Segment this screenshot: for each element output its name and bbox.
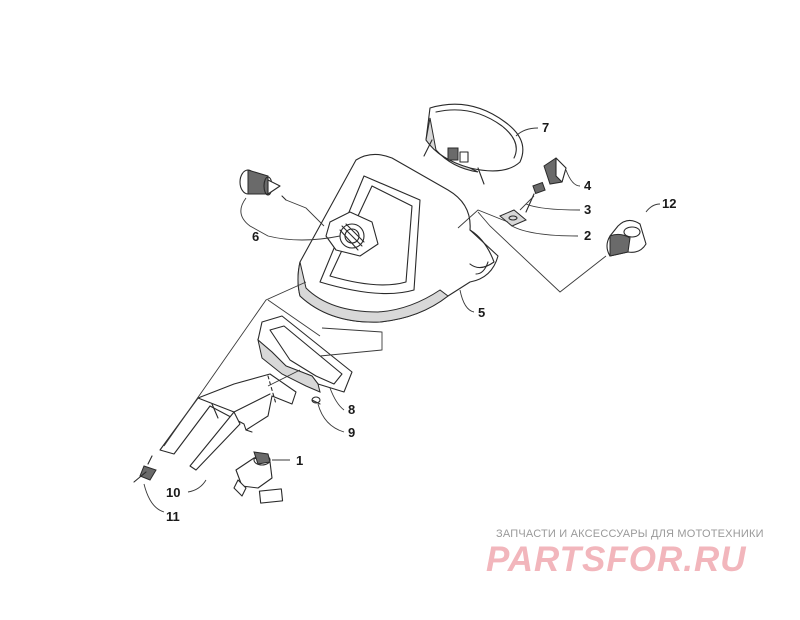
washer-part-2 (499, 209, 527, 227)
callout-1: 1 (296, 453, 303, 468)
watermark-brand: PARTSFOR.RU (486, 540, 747, 579)
gauge-part-7 (423, 103, 524, 185)
switch-part-12 (606, 219, 647, 257)
callout-labels: 1 2 3 4 5 6 7 8 9 10 11 12 (166, 120, 676, 524)
callout-11: 11 (166, 509, 180, 524)
callout-10: 10 (166, 485, 180, 500)
callout-2: 2 (584, 228, 591, 243)
watermark-tagline: ЗАПЧАСТИ И АКСЕССУАРЫ ДЛЯ МОТОТЕХНИКИ (496, 528, 764, 540)
housing-part-5 (297, 153, 499, 323)
callout-8: 8 (348, 402, 355, 417)
guide-lines (163, 195, 607, 447)
callout-6: 6 (252, 229, 259, 244)
callout-9: 9 (348, 425, 355, 440)
callout-4: 4 (584, 178, 592, 193)
callout-7: 7 (542, 120, 549, 135)
knob-part-4 (543, 157, 567, 185)
bezel-part-8 (257, 315, 353, 393)
clip-part-9 (311, 396, 321, 405)
key-switch-part-1 (233, 451, 284, 504)
callout-5: 5 (478, 305, 485, 320)
plug-part-6 (239, 169, 287, 201)
pin-part-11 (133, 455, 157, 483)
callout-12: 12 (662, 196, 676, 211)
callout-leaders (143, 127, 661, 513)
callout-3: 3 (584, 202, 591, 217)
